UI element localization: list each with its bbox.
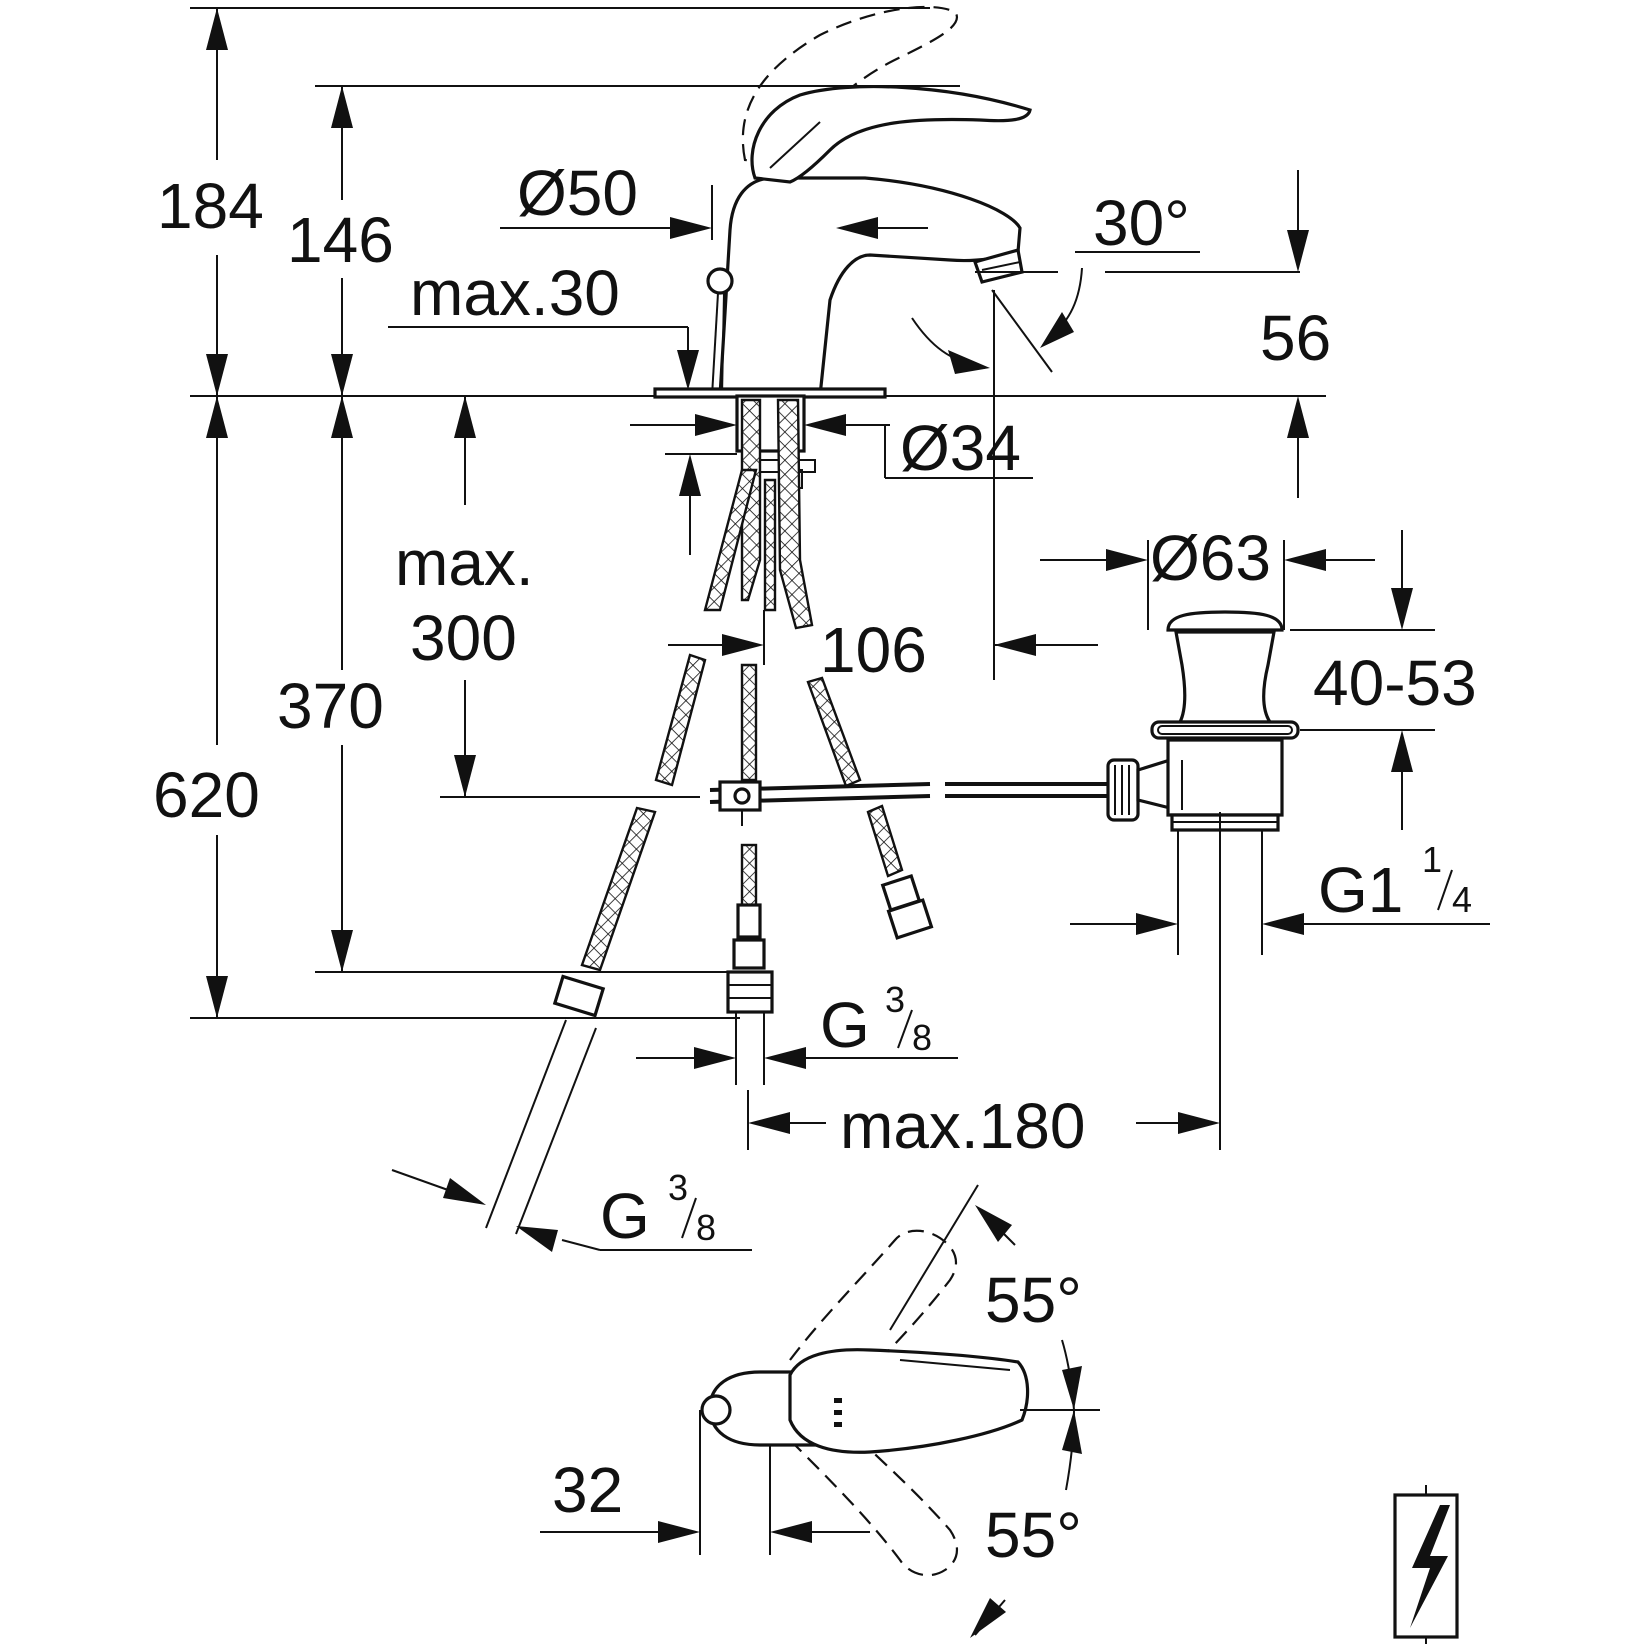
label-g1-1-4-numerator: 1 <box>1422 839 1442 880</box>
dimension-56: 56 <box>1260 170 1331 498</box>
dimension-angle55-top: 55° <box>889 1184 1100 1411</box>
dimension-d34: Ø34 <box>630 412 1033 555</box>
dimension-g3-8-hose: G 3 8 <box>391 1167 752 1252</box>
label-32: 32 <box>552 1454 623 1526</box>
dimension-d50: Ø50 <box>500 157 928 240</box>
label-g3-8-hose-denominator: 8 <box>696 1207 716 1248</box>
dimension-620: 620 <box>153 396 740 1019</box>
label-106: 106 <box>820 614 927 686</box>
faucet-side-view <box>653 5 1032 399</box>
label-g3-8-center-denominator: 8 <box>912 1017 932 1058</box>
label-40-53: 40-53 <box>1313 647 1477 719</box>
faucet-top-view <box>700 1229 1030 1577</box>
label-g1-1-4-main: G1 <box>1318 854 1403 926</box>
dimension-40-53: 40-53 <box>1290 530 1477 830</box>
label-max180: max.180 <box>840 1090 1085 1162</box>
dimension-g1-1-4: G1 1 4 <box>1070 839 1490 955</box>
label-angle55-top: 55° <box>985 1264 1082 1336</box>
label-620: 620 <box>153 759 260 831</box>
label-max300-line2: 300 <box>410 602 517 674</box>
label-146: 146 <box>287 204 394 276</box>
label-370: 370 <box>277 670 384 742</box>
label-angle55-bottom: 55° <box>985 1499 1082 1571</box>
popup-waste-assembly <box>945 610 1300 1150</box>
dimension-d63: Ø63 <box>1040 522 1375 630</box>
label-d34: Ø34 <box>900 412 1021 484</box>
dimension-106: 106 <box>668 610 1098 686</box>
mounting-shank-and-hoses <box>485 394 934 1235</box>
label-56: 56 <box>1260 302 1331 374</box>
electrical-symbol-icon <box>1393 1485 1459 1644</box>
label-184: 184 <box>157 170 264 242</box>
label-g3-8-hose-main: G <box>600 1180 650 1252</box>
dimension-370: 370 <box>277 396 760 973</box>
dimension-max180: max.180 <box>747 1090 1220 1162</box>
dimension-g3-8-center: G 3 8 <box>636 979 958 1069</box>
label-g3-8-center-main: G <box>820 989 870 1061</box>
label-max300-line1: max. <box>395 527 534 599</box>
label-angle30: 30° <box>1093 187 1190 259</box>
label-g1-1-4-denominator: 4 <box>1452 879 1472 920</box>
dimension-angle30: 30° <box>975 187 1300 680</box>
label-d63: Ø63 <box>1150 522 1271 594</box>
label-g3-8-center-numerator: 3 <box>885 979 905 1020</box>
dimension-max30: max.30 <box>388 257 699 390</box>
dimension-184: 184 <box>157 7 930 396</box>
label-max30: max.30 <box>410 257 620 329</box>
dimension-32: 32 <box>540 1410 870 1555</box>
label-g3-8-hose-numerator: 3 <box>668 1167 688 1208</box>
dimension-max300: max. 300 <box>395 396 700 798</box>
dimension-angle55-bottom: 55° <box>970 1409 1082 1638</box>
label-d50: Ø50 <box>517 157 638 229</box>
